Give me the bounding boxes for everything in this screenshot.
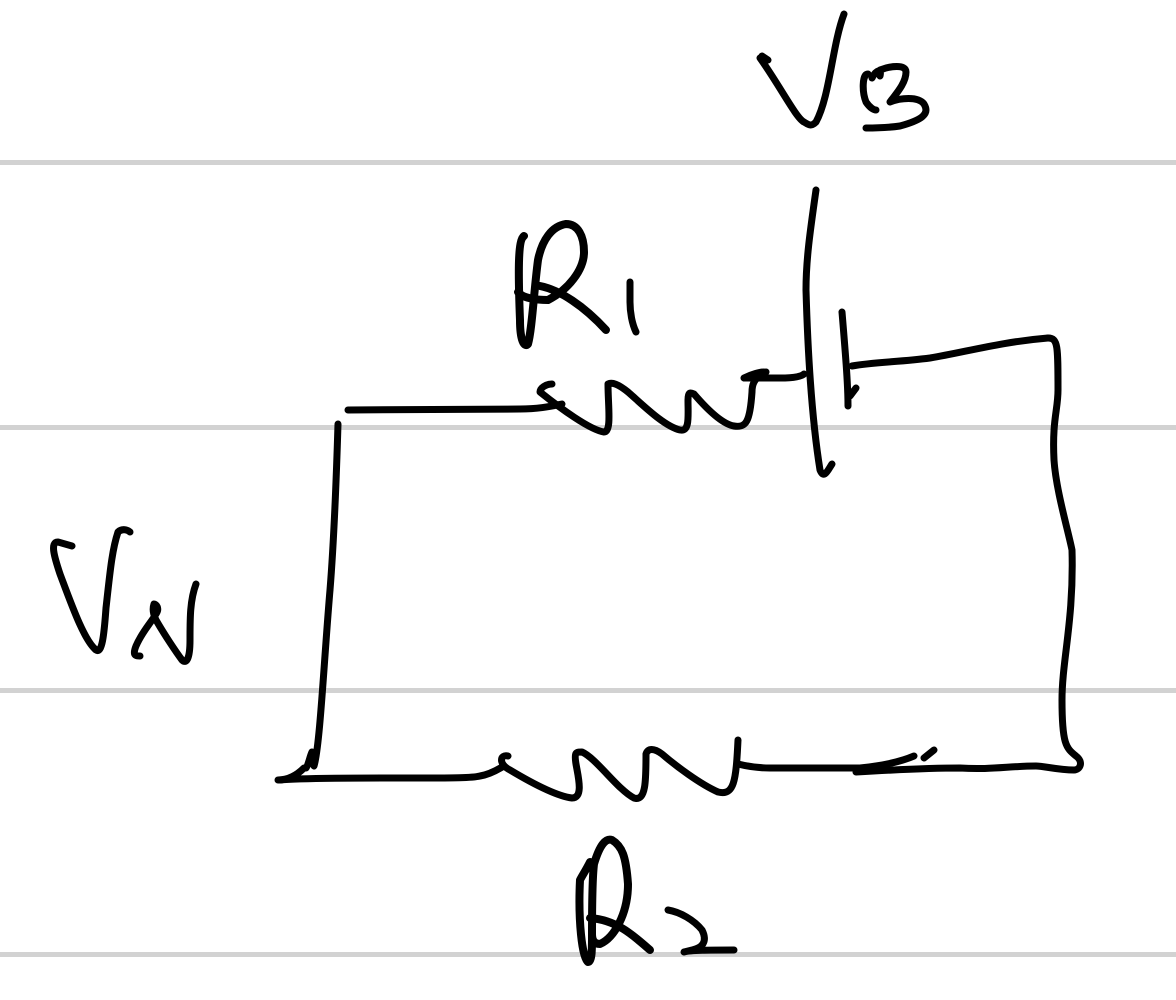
- wire-left: [274, 420, 342, 784]
- label-vb: [756, 10, 930, 132]
- label-r2: [575, 835, 738, 966]
- resistor-r2: [276, 736, 938, 802]
- battery-vb: [802, 186, 1052, 478]
- notebook-rule-line: [0, 688, 1176, 693]
- label-r1: [514, 220, 640, 349]
- notebook-rule-line: [0, 160, 1176, 165]
- resistor-r1: [344, 368, 808, 436]
- label-vn: [50, 526, 200, 665]
- wire-right: [852, 334, 1084, 776]
